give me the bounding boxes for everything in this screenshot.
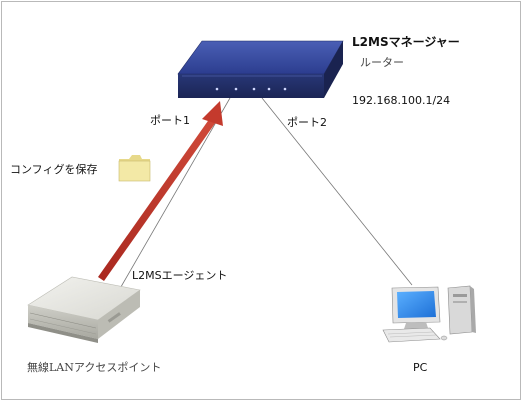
access-point-label: 無線LANアクセスポイント bbox=[27, 361, 162, 374]
router-subtitle: ルーター bbox=[360, 56, 404, 69]
access-point-icon bbox=[27, 276, 141, 343]
pc-icon bbox=[382, 285, 476, 343]
router-icon bbox=[177, 40, 344, 98]
link-port2-pc bbox=[261, 97, 413, 286]
save-config-arrow bbox=[98, 101, 223, 281]
folder-icon bbox=[118, 155, 151, 182]
pc-label: PC bbox=[413, 361, 428, 374]
router-ip: 192.168.100.1/24 bbox=[352, 94, 451, 107]
save-config-label: コンフィグを保存 bbox=[10, 163, 98, 176]
port1-label: ポート1 bbox=[150, 114, 190, 127]
port2-label: ポート2 bbox=[287, 116, 327, 129]
link-port1-ap bbox=[117, 97, 231, 293]
agent-label: L2MSエージェント bbox=[132, 269, 228, 282]
router-title: L2MSマネージャー bbox=[352, 35, 460, 49]
